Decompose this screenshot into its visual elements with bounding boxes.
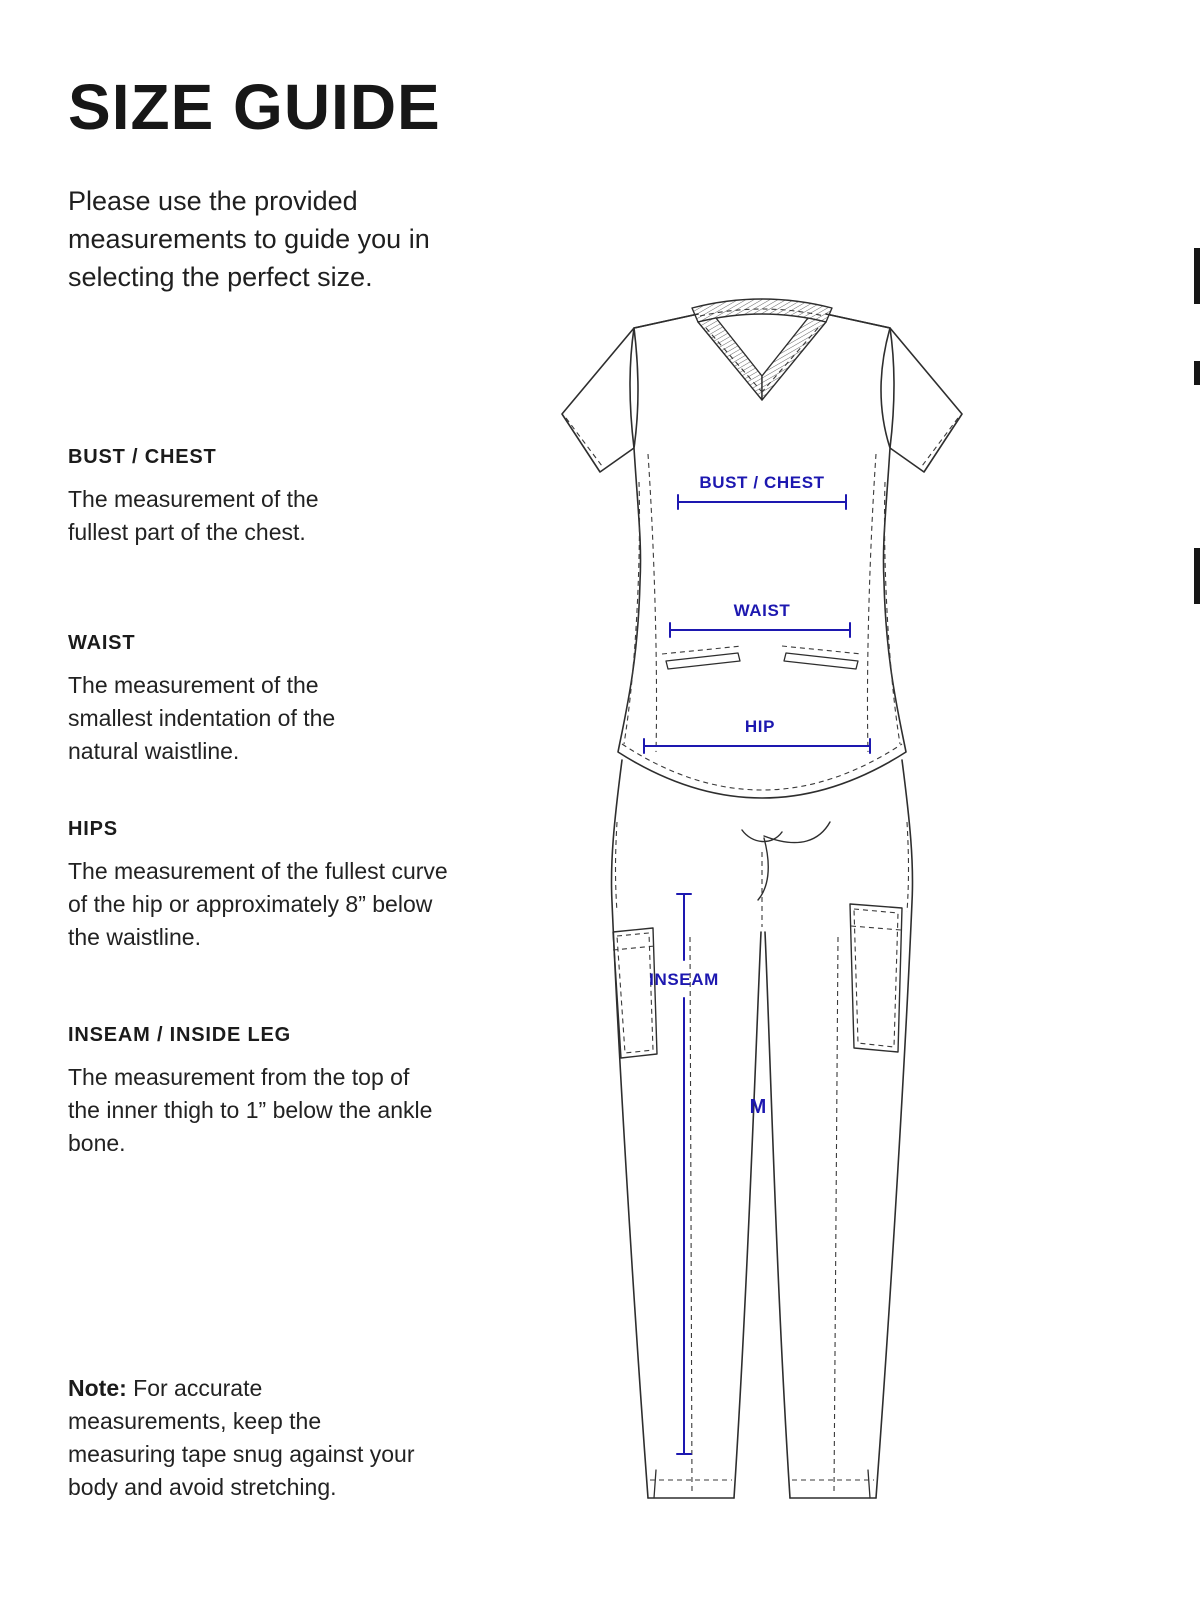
section-heading: INSEAM / INSIDE LEG	[68, 1024, 292, 1046]
section-heading: HIPS	[68, 818, 118, 840]
note-text: Note: For accurate measurements, keep th…	[68, 1372, 418, 1504]
intro-text: Please use the provided measurements to …	[68, 186, 430, 292]
scrubs-size-diagram: BUST / CHEST WAIST HIP INSEAM M	[561, 298, 963, 1499]
top-stitching	[565, 308, 959, 791]
scrub-top-drawing	[561, 298, 963, 799]
section-body: The measurement of the fullest curve of …	[68, 858, 448, 950]
measurement-section-waist: WAIST The measurement of the smallest in…	[68, 632, 378, 768]
size-label: M	[750, 1096, 767, 1118]
scrub-pants-drawing	[610, 759, 914, 1499]
measurement-section-hips: HIPS The measurement of the fullest curv…	[68, 818, 463, 954]
section-heading: WAIST	[68, 632, 136, 654]
screen-edge-artifact	[1194, 548, 1200, 604]
measurement-section-bust: BUST / CHEST The measurement of the full…	[68, 446, 368, 549]
waist-diagram-label: WAIST	[734, 601, 791, 620]
pants-stitching	[612, 821, 910, 1493]
bust-chest-diagram-label: BUST / CHEST	[699, 473, 824, 492]
section-body: The measurement from the top of the inne…	[68, 1064, 433, 1156]
page-title: SIZE GUIDE	[68, 71, 441, 143]
screen-edge-artifact	[1194, 361, 1200, 385]
section-heading: BUST / CHEST	[68, 446, 217, 468]
note-label: Note:	[68, 1375, 127, 1401]
hip-diagram-label: HIP	[745, 717, 775, 736]
inseam-diagram-label: INSEAM	[649, 970, 719, 989]
section-body: The measurement of the smallest indentat…	[68, 672, 336, 764]
note-body: For accurate measurements, keep the meas…	[68, 1375, 415, 1500]
screen-edge-artifact	[1194, 248, 1200, 304]
measurement-annotations	[643, 494, 871, 1455]
measurement-section-inseam: INSEAM / INSIDE LEG The measurement from…	[68, 1024, 433, 1160]
section-body: The measurement of the fullest part of t…	[68, 486, 319, 545]
